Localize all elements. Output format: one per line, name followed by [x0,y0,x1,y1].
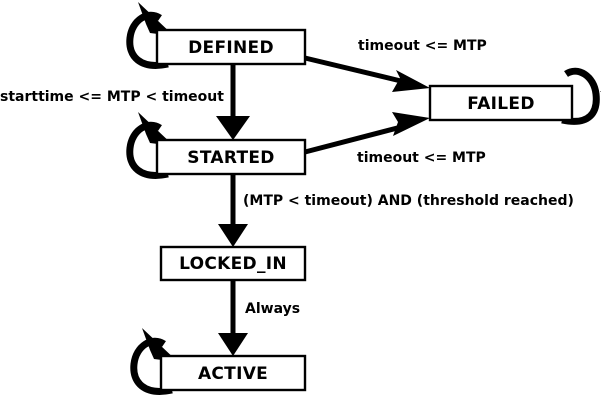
active-box-label: ACTIVE [198,364,268,384]
transition-defined-self [126,2,174,69]
active-self-loop-arrowhead [142,328,178,362]
state-box-defined[interactable]: DEFINED [155,28,307,66]
defined-box-rect[interactable] [155,28,307,66]
edge-label-defined-to-failed: timeout <= MTP [358,38,487,54]
transition-locked-in-to-active [218,280,248,356]
locked-in-box-label: LOCKED_IN [179,254,287,274]
transition-defined-to-failed [304,55,430,92]
transition-defined-to-started [216,64,250,140]
defined-to-started-arrowhead [216,116,250,140]
locked-in-to-active-arrowhead [218,333,248,356]
failed-box-label: FAILED [467,94,535,114]
started-to-failed-line [304,123,406,155]
defined-to-failed-arrowhead [392,70,430,92]
edge-label-defined-self: starttime <= MTP < timeout [0,89,224,105]
state-box-started[interactable]: STARTED [155,138,307,176]
defined-self-loop-arrowhead [138,2,174,36]
started-to-failed-arrowhead [392,112,430,136]
transition-active-self [130,328,178,395]
failed-box-rect[interactable] [428,84,574,122]
started-to-locked-in-arrowhead [218,224,248,247]
failed-self-loop-path [561,67,600,125]
started-box-label: STARTED [187,148,274,168]
state-box-active[interactable]: ACTIVE [159,354,307,392]
edge-label-started-to-locked-in: (MTP < timeout) AND (threshold reached) [243,193,574,209]
locked-in-box-rect[interactable] [159,245,307,282]
transition-started-self [126,112,174,179]
active-box-rect[interactable] [159,354,307,392]
state-box-locked-in[interactable]: LOCKED_IN [159,245,307,282]
defined-box-label: DEFINED [188,38,274,58]
transition-started-to-failed [304,112,430,155]
defined-to-failed-line [304,55,406,85]
transition-started-to-locked-in [218,174,248,247]
state-box-failed[interactable]: FAILED [428,84,574,122]
edge-label-locked-in-to-active: Always [245,301,300,317]
started-box-rect[interactable] [155,138,307,176]
edge-label-started-to-failed: timeout <= MTP [357,150,486,166]
started-self-loop-arrowhead [138,112,174,146]
